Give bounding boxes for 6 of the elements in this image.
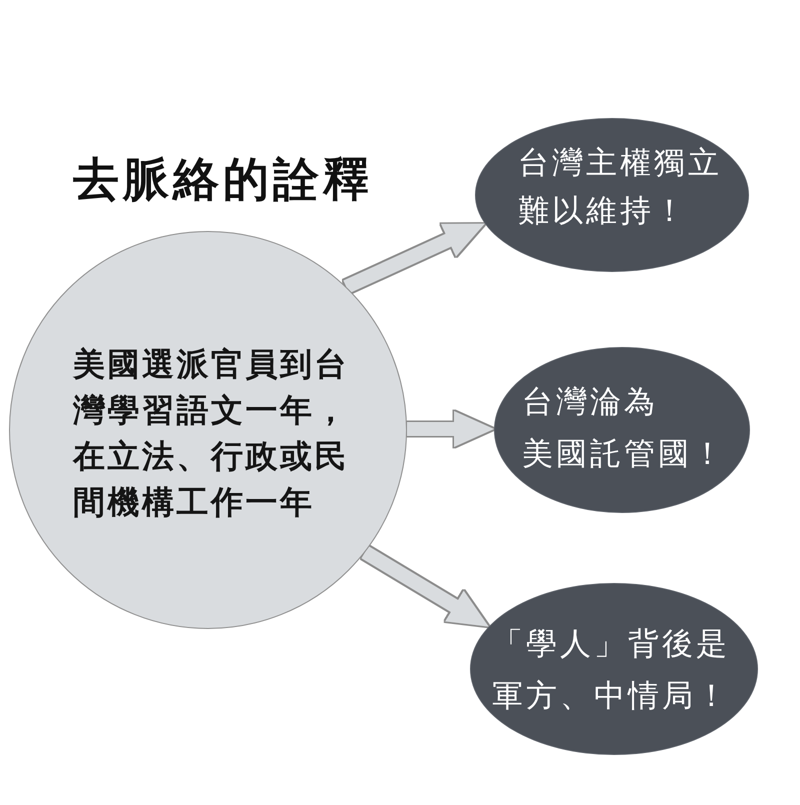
node-text: 「學人」背後是軍方、中情局！ [492, 625, 731, 716]
node-text: 美國選派官員到台灣學習語文一年，在立法、行政或民間機構工作一年 [73, 344, 350, 523]
node-text: 台灣主權獨立難以維持！ [518, 144, 723, 231]
diagram-title: 去脈絡的詮釋 [73, 151, 373, 208]
block-arrow [407, 411, 494, 447]
node-text: 台灣淪為美國託管國！ [522, 383, 727, 474]
